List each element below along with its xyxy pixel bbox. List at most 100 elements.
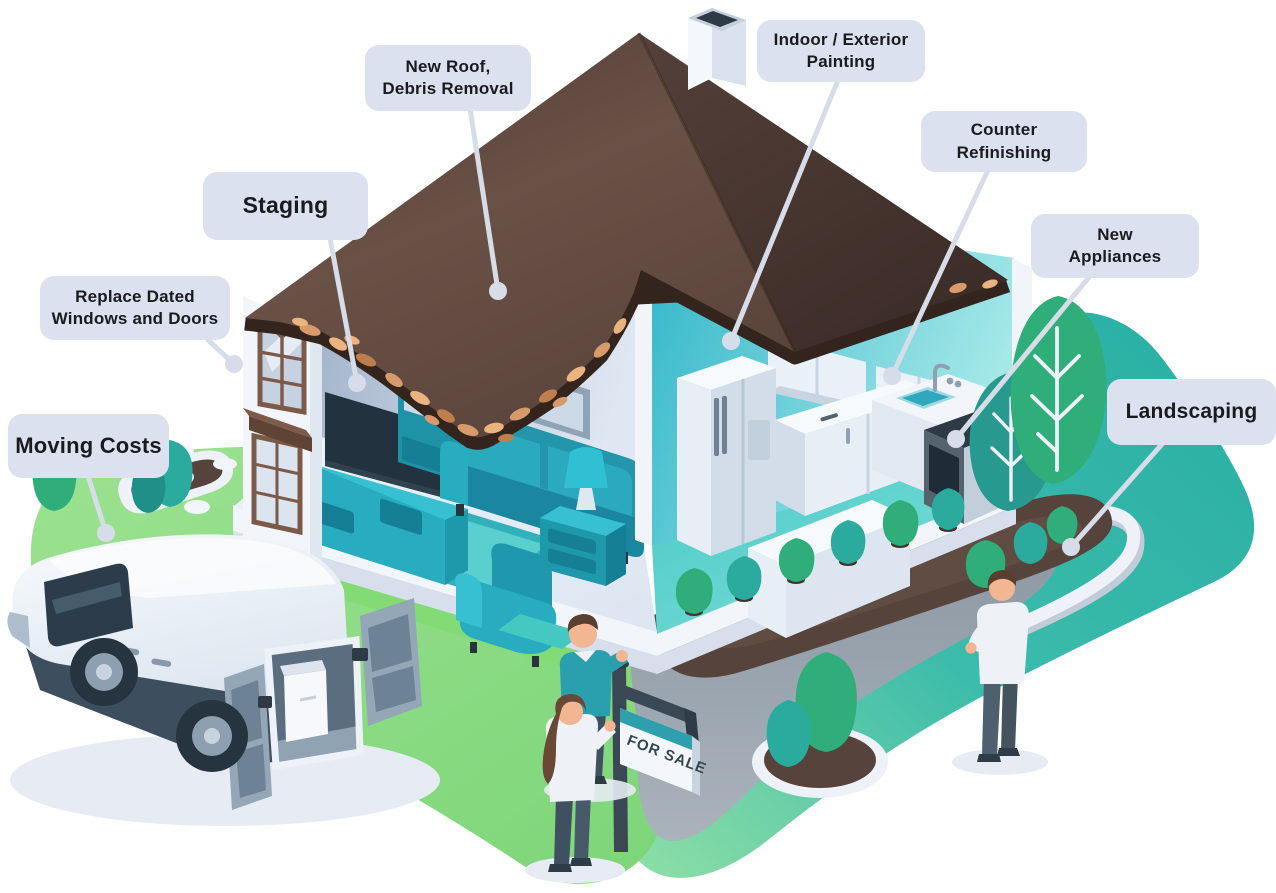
chimney-left-face [688,8,712,90]
faucet-knob [946,377,954,385]
sofa-arm [440,441,468,506]
callout-counter-refinishing: Counter Refinishing [921,111,1087,172]
mullion [259,376,305,388]
island-bush [766,700,811,767]
tv-drawer [380,498,422,535]
man-collar [574,650,596,662]
woman-leg [574,794,591,860]
roof-ridge [637,32,797,353]
dishwasher-handle [820,413,838,422]
awning-front [249,416,312,452]
van-door-left [224,664,272,810]
table-drawer [548,548,596,575]
sign-board-side [692,736,700,796]
man-head [569,620,597,648]
leader-painting [728,77,841,344]
woman-torso [545,714,598,802]
leader-counter [889,167,991,379]
lamp-shade [564,447,608,488]
bush [882,500,919,548]
chimney-flue [696,11,738,27]
man2-torso [976,602,1029,684]
lamp-base [576,488,596,510]
woman-hand [604,720,616,732]
chimney [688,8,746,90]
man2-leg [982,678,1001,756]
leader-landscaping [1068,440,1166,550]
sofa-foot [456,504,464,516]
callout-new-roof: New Roof, Debris Removal [365,45,531,111]
man2-hair [987,570,1017,588]
woman-shoe [570,858,592,866]
man-hair [567,614,598,632]
fridge-dispenser [748,420,770,460]
stepping-stone [213,458,237,470]
cabinet-handle [846,428,850,444]
tv-bezel [325,460,452,500]
armchair-arm [455,573,482,628]
callout-painting: Indoor / Exterior Painting [757,20,925,82]
faucet [933,363,950,392]
island-bush [795,652,857,752]
sign-arm [613,682,694,724]
bush [830,520,866,566]
mullion [253,490,301,504]
man-looking-at-garden [952,570,1048,775]
callout-landscaping: Landscaping [1107,379,1276,445]
woman-shoe [548,864,572,872]
moving-van [7,534,440,826]
bush [675,568,713,616]
fridge-handle [722,396,727,454]
fridge [677,356,776,556]
person-shadow [525,857,625,883]
stepping-stone [184,500,210,514]
sink-inner [902,390,949,406]
fridge-top [677,356,776,390]
bush [931,488,965,532]
callout-staging: Staging [203,172,368,240]
van-door-right [352,598,422,726]
bush [726,556,762,602]
awning-top [243,408,312,438]
for-sale-sign: FOR SALE [609,659,709,852]
windshield-streak [52,582,122,614]
door-mat [498,614,584,649]
roof-left-face [245,33,795,438]
faucet-knob [954,380,962,388]
sign-band [620,708,692,750]
cargo-floor [272,726,360,766]
counter-top [872,374,1022,428]
leader-lines [85,77,1166,556]
lower-window [243,408,312,536]
cardboard-box [280,660,328,742]
armchair-foot [470,642,477,653]
man2-head [989,575,1015,601]
door-handle [151,658,172,667]
couple-at-sign [525,614,636,883]
man2-hand [965,642,977,654]
leader-appliances [953,273,1093,442]
woman-leg [554,796,573,866]
mullion [253,462,301,476]
mullion [259,350,305,362]
island-side [786,517,910,638]
leader-new-roof [467,105,501,294]
bush-row [675,488,965,616]
tv-cabinet-front [305,462,468,585]
tv-drawer [316,500,354,534]
van-wheel-rear [176,700,248,772]
man2-leg [982,678,1001,756]
island-bed [752,652,888,798]
cargo-frame [264,636,364,771]
roof [244,8,1011,450]
table-side [606,524,626,586]
table-top [540,506,626,536]
base-cabinet-side [775,420,805,516]
fridge-handle [714,398,719,456]
man2-shoe [997,748,1020,756]
leader-staging [327,235,360,386]
van-bumper [7,612,30,648]
roof-right-face [639,33,1008,352]
